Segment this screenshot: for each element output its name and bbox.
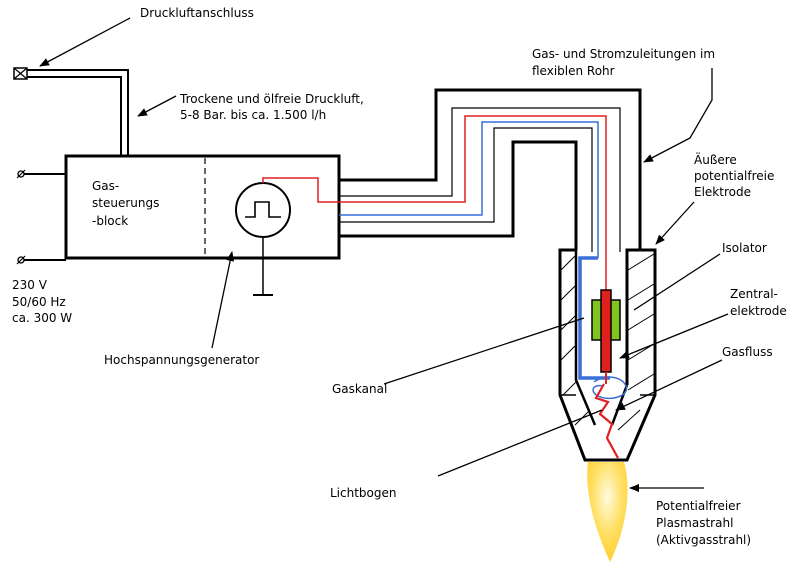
label-zentral-2: elektrode bbox=[730, 304, 787, 318]
label-plasma-2: Plasmastrahl bbox=[656, 516, 733, 530]
label-power-2: 50/60 Hz bbox=[12, 295, 66, 309]
label-plasma-3: (Aktivgasstrahl) bbox=[656, 533, 751, 547]
label-aeussere-1: Äußere bbox=[694, 152, 737, 167]
central-electrode bbox=[600, 289, 612, 373]
nozzle-hatching bbox=[560, 253, 655, 431]
label-gas-strom-1: Gas- und Stromzuleitungen im bbox=[532, 47, 715, 61]
gas-swirl bbox=[592, 376, 628, 400]
plasma-jet bbox=[587, 462, 628, 562]
label-trockene-druckluft-1: Trockene und ölfreie Druckluft, bbox=[179, 92, 364, 106]
leader-lines bbox=[39, 17, 729, 492]
compressed-air-connector bbox=[13, 67, 129, 156]
label-gassteuerung-1: Gas- bbox=[92, 179, 119, 193]
label-zentral-1: Zentral- bbox=[730, 287, 778, 301]
label-power-1: 230 V bbox=[12, 278, 48, 292]
label-druckluftanschluss: Druckluftanschluss bbox=[140, 6, 254, 20]
gas-channel bbox=[578, 256, 610, 380]
label-gassteuerung-3: -block bbox=[92, 214, 128, 228]
label-trockene-druckluft-2: 5-8 Bar. bis ca. 1.500 l/h bbox=[180, 108, 326, 122]
label-power-3: ca. 300 W bbox=[12, 311, 72, 325]
gas-control-box bbox=[64, 154, 341, 260]
label-gasfluss: Gasfluss bbox=[722, 345, 773, 359]
label-plasma-1: Potentialfreier bbox=[656, 499, 741, 513]
label-aeussere-2: potentialfreie bbox=[694, 169, 774, 183]
flexible-hose bbox=[339, 88, 642, 252]
label-gassteuerung-2: steuerungs bbox=[92, 196, 159, 210]
label-hochspannung: Hochspannungsgenerator bbox=[104, 353, 259, 367]
label-lichtbogen: Lichtbogen bbox=[330, 486, 397, 500]
power-connectors bbox=[16, 169, 66, 265]
label-gaskanal: Gaskanal bbox=[332, 382, 387, 396]
hv-wire bbox=[262, 115, 607, 292]
label-gas-strom-2: flexiblen Rohr bbox=[532, 64, 615, 78]
label-isolator: Isolator bbox=[722, 241, 767, 255]
hv-generator-symbol bbox=[235, 182, 291, 296]
gas-wire bbox=[339, 121, 599, 258]
arc bbox=[594, 383, 619, 459]
label-aeussere-3: Elektrode bbox=[694, 185, 751, 199]
